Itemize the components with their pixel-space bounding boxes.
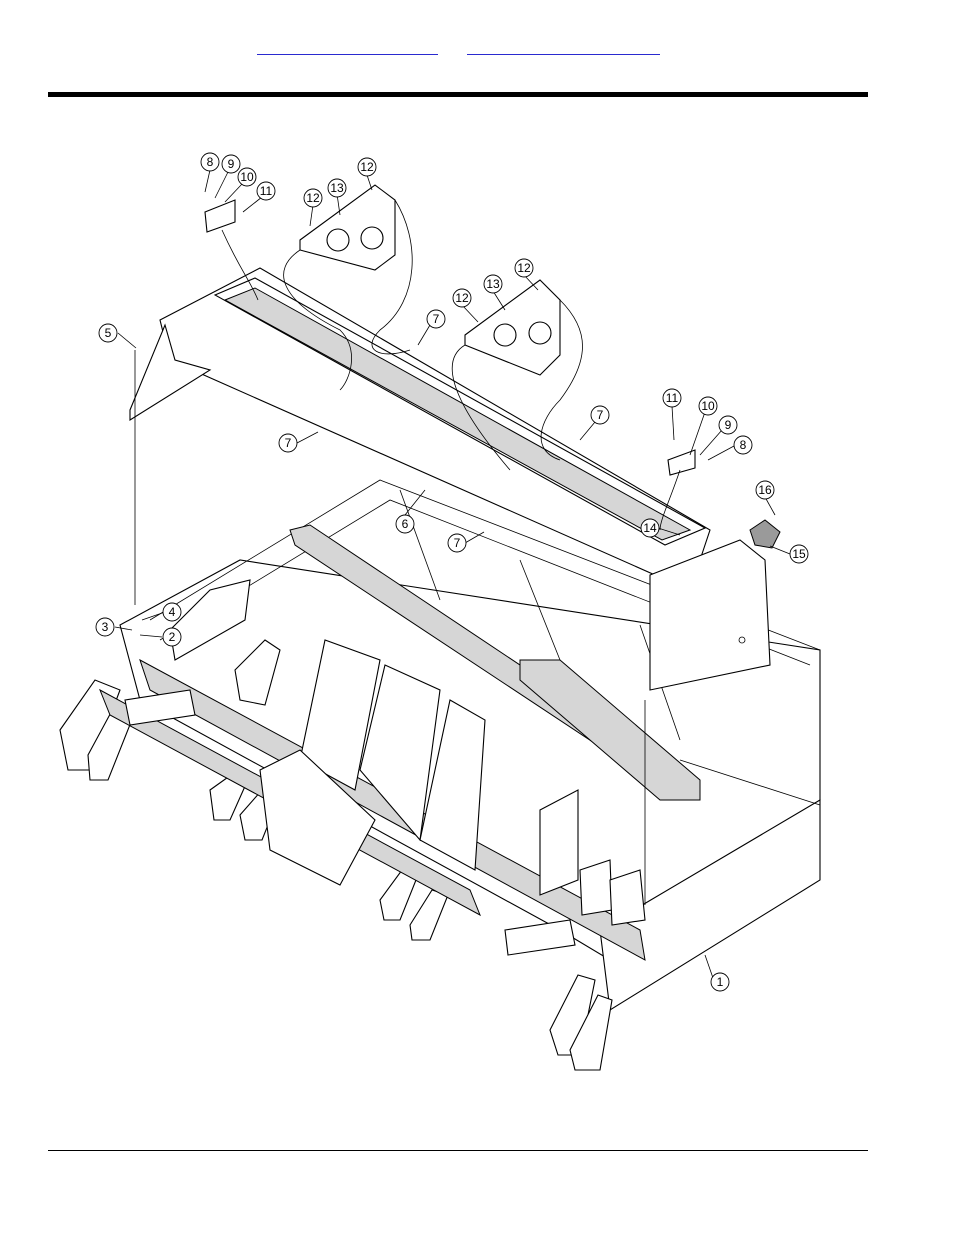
callout-label: 12 <box>455 291 469 305</box>
callout-10: 10 <box>238 168 256 186</box>
callout-13: 13 <box>328 179 346 197</box>
callout-label: 7 <box>433 312 440 326</box>
callout-10: 10 <box>699 397 717 415</box>
callout-label: 7 <box>597 408 604 422</box>
callout-label: 3 <box>102 620 109 634</box>
callout-label: 16 <box>758 483 772 497</box>
callout-label: 9 <box>725 418 732 432</box>
nav-link-1[interactable] <box>257 40 438 55</box>
callout-label: 7 <box>285 436 292 450</box>
callout-12: 12 <box>453 289 471 307</box>
callout-label: 2 <box>169 630 176 644</box>
callout-4: 4 <box>163 603 181 621</box>
callout-label: 14 <box>643 521 657 535</box>
callout-14: 14 <box>641 519 659 537</box>
callout-label: 8 <box>740 438 747 452</box>
callout-13: 13 <box>484 275 502 293</box>
callout-5: 5 <box>99 324 117 342</box>
callout-2: 2 <box>163 628 181 646</box>
callout-8: 8 <box>734 436 752 454</box>
footer-rule <box>48 1150 868 1151</box>
callout-label: 15 <box>792 547 806 561</box>
callout-label: 10 <box>701 399 715 413</box>
callout-label: 12 <box>517 261 531 275</box>
callout-label: 5 <box>105 326 112 340</box>
callout-15: 15 <box>790 545 808 563</box>
callout-label: 9 <box>228 157 235 171</box>
callout-9: 9 <box>222 155 240 173</box>
callout-label: 1 <box>717 975 724 989</box>
callout-label: 7 <box>454 536 461 550</box>
callout-11: 11 <box>663 389 681 407</box>
callout-7: 7 <box>427 310 445 328</box>
callout-label: 10 <box>240 170 254 184</box>
callout-8: 8 <box>201 153 219 171</box>
callout-label: 4 <box>169 605 176 619</box>
callout-12: 12 <box>515 259 533 277</box>
callout-label: 6 <box>402 517 409 531</box>
callout-12: 12 <box>304 189 322 207</box>
callout-1: 1 <box>711 973 729 991</box>
callout-3: 3 <box>96 618 114 636</box>
callout-6: 6 <box>396 515 414 533</box>
callout-16: 16 <box>756 481 774 499</box>
callout-label: 13 <box>486 277 500 291</box>
callout-label: 11 <box>666 391 679 405</box>
callout-label: 12 <box>360 160 374 174</box>
callout-label: 11 <box>260 184 273 198</box>
callout-12: 12 <box>358 158 376 176</box>
header-rule <box>48 92 868 97</box>
callout-7: 7 <box>591 406 609 424</box>
callout-11: 11 <box>257 182 275 200</box>
callout-9: 9 <box>719 416 737 434</box>
callout-label: 12 <box>306 191 320 205</box>
callout-7: 7 <box>448 534 466 552</box>
callout-label: 13 <box>330 181 344 195</box>
callout-label: 8 <box>207 155 214 169</box>
callout-7: 7 <box>279 434 297 452</box>
parts-diagram: 1 2 3 4 5 6 7 7 7 7 8 8 9 9 10 10 11 11 … <box>48 143 828 1078</box>
nav-link-2[interactable] <box>467 40 660 55</box>
